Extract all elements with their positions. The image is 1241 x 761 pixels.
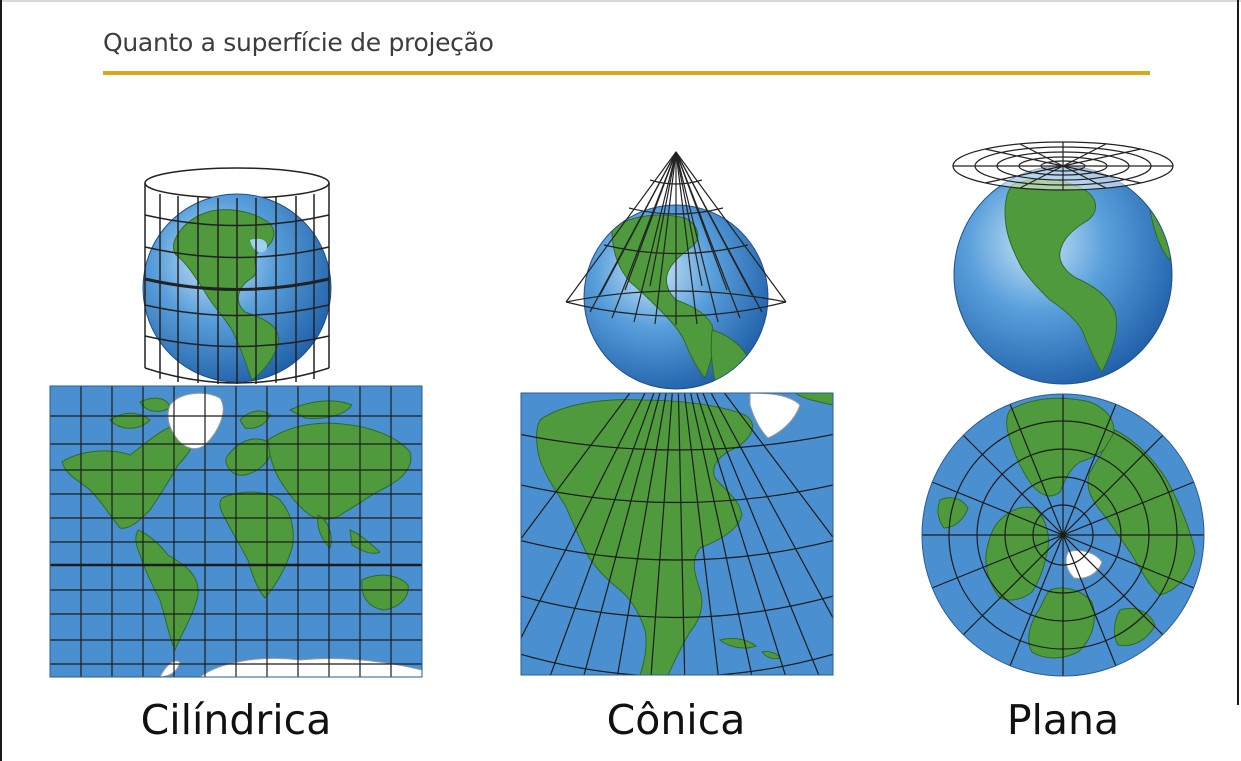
slide-top-border [0,0,1241,2]
title-underline [103,71,1150,75]
caption-plana: Plana [1006,696,1120,744]
polar-azimuthal-map-icon [921,393,1205,677]
world-map-cylindrical-icon [49,385,423,678]
slide-left-border [0,0,2,761]
north-america-conic-map-icon [520,392,834,676]
cone-grid-icon [565,151,787,325]
slide-title: Quanto a superfície de projeção [103,28,494,57]
caption-cilindrica: Cilíndrica [140,696,332,744]
slide-right-border [1237,0,1239,705]
caption-conica: Cônica [606,696,746,744]
plane-disc-grid-icon [952,141,1174,191]
cylinder-grid-front [144,183,330,384]
planar-globe-icon [953,165,1173,385]
